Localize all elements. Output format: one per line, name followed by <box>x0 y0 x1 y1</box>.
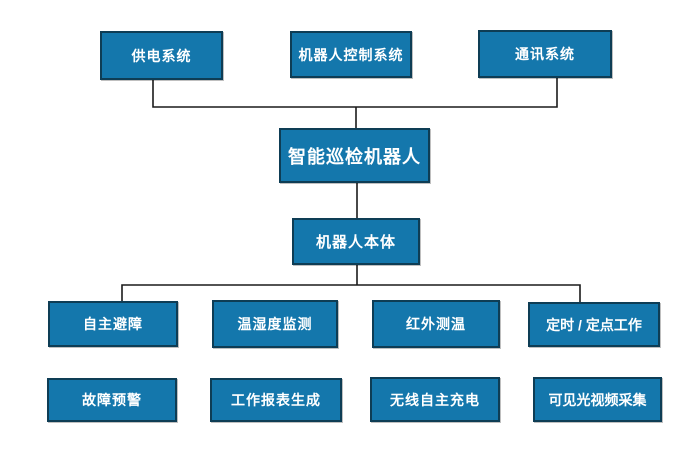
node-power-system: 供电系统 <box>100 31 223 80</box>
node-timed-fixed-point-work: 定时 / 定点工作 <box>528 302 660 347</box>
node-infrared-temperature-measurement: 红外测温 <box>372 300 500 348</box>
node-robot-control-system: 机器人控制系统 <box>290 31 412 78</box>
node-wireless-autonomous-charging: 无线自主充电 <box>370 377 500 422</box>
node-visible-light-video-collection: 可见光视频采集 <box>533 377 662 422</box>
node-temperature-humidity-monitoring: 温湿度监测 <box>212 300 338 348</box>
node-robot-body: 机器人本体 <box>292 218 420 265</box>
node-communication-system: 通讯系统 <box>478 30 612 78</box>
node-autonomous-obstacle-avoidance: 自主避障 <box>48 301 178 347</box>
node-intelligent-inspection-robot: 智能巡检机器人 <box>279 128 430 183</box>
node-fault-warning: 故障预警 <box>47 378 177 422</box>
node-work-report-generation: 工作报表生成 <box>210 378 342 422</box>
